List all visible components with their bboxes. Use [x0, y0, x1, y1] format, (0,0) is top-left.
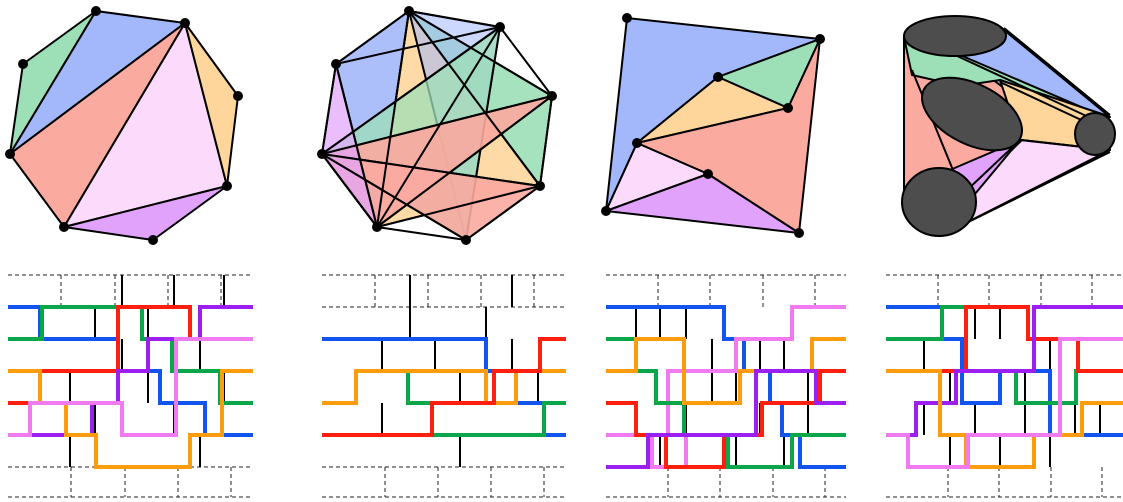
triangle-purple: [605, 173, 800, 234]
vertices: [601, 13, 825, 238]
wire: [8, 305, 253, 405]
edge: [335, 26, 501, 65]
wire: [322, 337, 566, 437]
wire: [886, 337, 1123, 469]
wire: [322, 337, 566, 437]
vertex: [5, 149, 15, 159]
wire: [886, 305, 1123, 437]
vertex: [794, 228, 804, 238]
disk-bottom: [901, 167, 977, 237]
disk-middle: [920, 76, 1024, 152]
vertex: [713, 72, 723, 82]
wire: [8, 337, 253, 437]
vertex: [783, 103, 793, 113]
edge: [321, 153, 467, 241]
vertex: [148, 235, 158, 245]
edge: [954, 54, 1096, 121]
vertices: [5, 6, 243, 245]
wiring-diagrams: [8, 274, 1123, 498]
vertex: [703, 169, 713, 179]
edge: [1003, 27, 1111, 116]
edge: [964, 139, 1021, 193]
vertex: [18, 59, 28, 69]
vertex: [815, 34, 825, 44]
wire: [322, 369, 566, 405]
vertex: [233, 91, 243, 101]
vertex: [535, 181, 545, 191]
wire: [606, 369, 846, 469]
vertex: [222, 181, 232, 191]
edge: [408, 10, 541, 187]
edge: [321, 153, 541, 187]
wire: [886, 305, 1123, 405]
vertex: [372, 222, 382, 232]
panel-heptagon-triangulation: [5, 6, 243, 245]
wire: [8, 369, 253, 469]
vertex: [180, 18, 190, 28]
triangle-orange: [184, 22, 239, 187]
edge: [408, 10, 553, 97]
panel-disk-triangulation: [901, 15, 1116, 237]
vertex: [59, 222, 69, 232]
vertex: [404, 6, 414, 16]
vertex: [622, 13, 632, 23]
wiring-diagram-4: [886, 274, 1123, 498]
vertex: [331, 59, 341, 69]
wiring-diagram-1: [8, 274, 253, 498]
panel-heptagon-crossing-triangles: [317, 6, 557, 245]
wire: [8, 305, 253, 405]
vertex: [317, 149, 327, 159]
wire: [886, 305, 1123, 373]
vertex: [495, 22, 505, 32]
wiring-diagram-3: [606, 274, 846, 498]
triangle-purple: [63, 185, 228, 241]
vertex: [461, 235, 471, 245]
edge: [376, 185, 541, 228]
vertex: [547, 91, 557, 101]
wire: [606, 305, 846, 469]
wire: [8, 305, 253, 437]
vertices: [317, 6, 557, 245]
vertex: [91, 6, 101, 16]
wire: [606, 369, 846, 469]
edge: [321, 95, 553, 155]
wire: [606, 337, 846, 405]
edge: [999, 81, 1093, 126]
edge: [321, 26, 501, 155]
edge: [335, 63, 378, 228]
wiring-diagram-2: [322, 274, 566, 498]
vertex: [632, 138, 642, 148]
disk-right: [1074, 112, 1116, 156]
wire: [886, 369, 1123, 469]
vertex: [601, 206, 611, 216]
disk-top: [903, 15, 1007, 57]
panel-point-set-triangulation: [601, 13, 825, 238]
edge: [376, 26, 501, 228]
